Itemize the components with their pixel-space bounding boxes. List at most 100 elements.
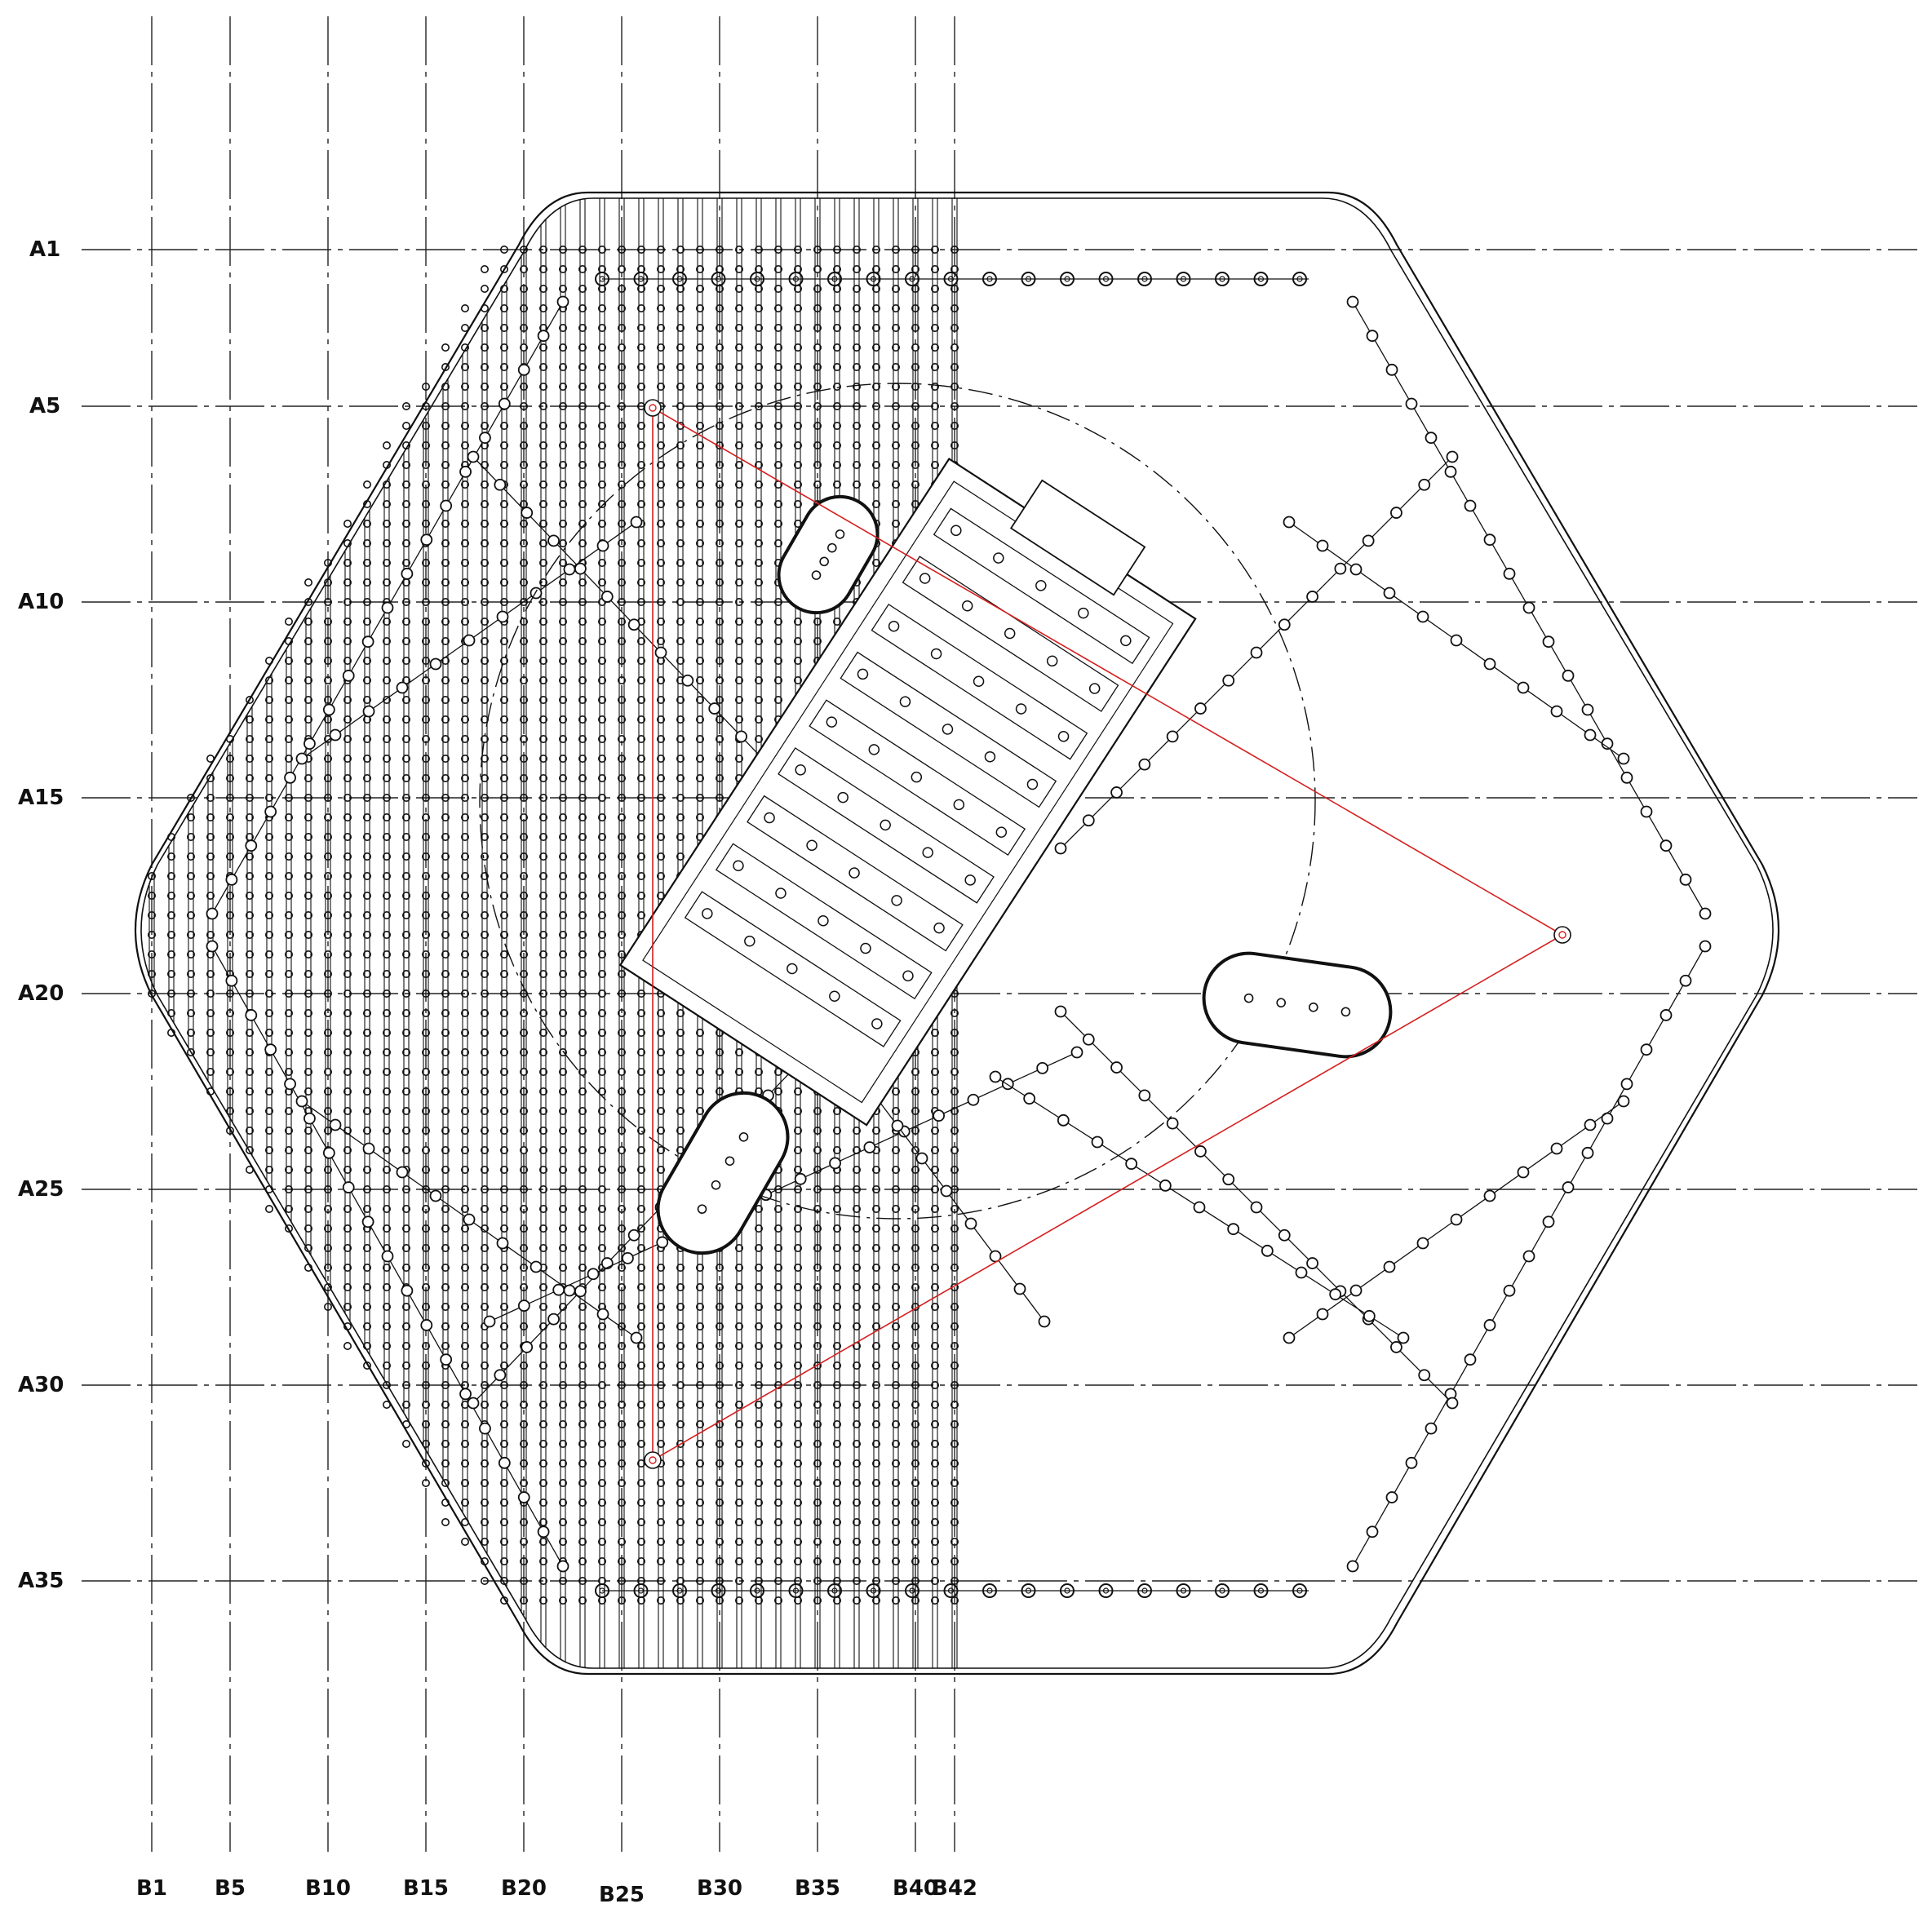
- hole-icon: [480, 323, 489, 332]
- strut-hole-icon: [1640, 805, 1653, 818]
- robot-bracket: [715, 843, 933, 1000]
- hole-icon: [460, 323, 469, 332]
- hole-icon: [950, 1048, 959, 1057]
- hole-icon: [538, 793, 547, 802]
- hole-icon: [597, 1538, 606, 1547]
- hole-icon: [636, 1146, 645, 1155]
- hole-icon: [343, 832, 352, 841]
- hole-icon: [362, 1087, 371, 1096]
- hole-icon: [773, 1401, 782, 1410]
- hole-icon: [460, 1107, 469, 1116]
- hole-icon: [460, 754, 469, 763]
- hole-icon: [499, 1107, 508, 1116]
- hole-icon: [617, 1166, 626, 1175]
- hole-icon: [499, 1029, 508, 1038]
- hole-icon: [597, 989, 606, 998]
- hole-icon: [499, 1127, 508, 1136]
- hole-icon: [460, 1244, 469, 1253]
- hole-icon: [578, 1518, 587, 1527]
- hole-icon: [754, 401, 763, 410]
- hole-icon: [499, 1185, 508, 1194]
- hole-icon: [264, 793, 273, 802]
- hole-icon: [813, 617, 822, 626]
- hole-icon: [519, 773, 528, 782]
- hole-icon: [460, 1205, 469, 1214]
- hole-icon: [734, 715, 743, 724]
- robot-bolt-icon: [919, 573, 931, 584]
- strut-hole-icon: [1194, 1145, 1207, 1158]
- strut-hole-icon: [467, 1397, 480, 1410]
- hole-icon: [695, 401, 704, 410]
- hole-icon: [734, 1244, 743, 1253]
- strut-hole-icon: [656, 1236, 669, 1249]
- hole-icon: [382, 852, 391, 861]
- hole-icon: [676, 617, 685, 626]
- hole-icon: [754, 1244, 763, 1253]
- hole-icon: [832, 617, 841, 626]
- hole-icon: [441, 617, 450, 626]
- strut-hole-icon: [1550, 705, 1563, 718]
- hole-icon: [264, 1087, 273, 1096]
- hole-icon: [715, 1459, 724, 1468]
- hole-icon: [538, 832, 547, 841]
- pod-hole-icon: [1276, 998, 1286, 1008]
- hole-icon: [304, 1224, 312, 1233]
- hole-icon: [264, 675, 273, 684]
- strut-hole-icon: [1620, 771, 1633, 784]
- hole-icon: [734, 1342, 743, 1351]
- hole-icon: [597, 343, 606, 352]
- hole-icon: [284, 1107, 293, 1116]
- hole-icon: [304, 695, 312, 704]
- hole-icon: [892, 1342, 901, 1351]
- pod-hole-icon: [811, 570, 822, 580]
- hole-icon: [734, 264, 743, 273]
- hole-icon: [793, 362, 802, 371]
- hole-icon: [773, 401, 782, 410]
- hole-icon: [872, 1244, 881, 1253]
- hole-icon: [950, 1361, 959, 1370]
- hole-icon: [695, 245, 704, 254]
- hole-icon: [892, 441, 901, 449]
- hole-icon: [304, 793, 312, 802]
- hole-icon: [617, 264, 626, 273]
- hole-icon: [421, 460, 430, 469]
- hole-icon: [323, 793, 332, 802]
- strut-hole-icon: [1316, 1308, 1329, 1321]
- hole-icon: [460, 1479, 469, 1488]
- hole-icon: [538, 617, 547, 626]
- hole-icon: [636, 872, 645, 881]
- hole-icon: [480, 303, 489, 312]
- hole-icon: [245, 1048, 254, 1057]
- hole-icon: [911, 1420, 920, 1429]
- hole-icon: [558, 1029, 567, 1038]
- hole-icon: [754, 460, 763, 469]
- hole-icon: [636, 1264, 645, 1273]
- hole-icon: [636, 793, 645, 802]
- hole-icon: [695, 1303, 704, 1312]
- hole-icon: [597, 1420, 606, 1429]
- hole-icon: [460, 970, 469, 979]
- hole-icon: [813, 245, 822, 254]
- hole-icon: [362, 931, 371, 940]
- strut-hole-icon: [1362, 534, 1375, 547]
- hole-icon: [284, 1029, 293, 1038]
- robot-bolt-icon: [964, 874, 976, 886]
- hole-icon: [892, 1577, 901, 1586]
- hole-icon: [343, 578, 352, 587]
- hole-icon: [460, 1538, 469, 1547]
- hole-icon: [773, 1440, 782, 1449]
- hole-icon: [892, 1459, 901, 1468]
- hole-icon: [892, 460, 901, 469]
- hole-icon: [832, 480, 841, 489]
- hole-icon: [656, 1166, 665, 1175]
- hole-icon: [382, 441, 391, 449]
- hole-icon: [832, 1557, 841, 1566]
- hole-icon: [460, 675, 469, 684]
- hole-icon: [538, 1048, 547, 1057]
- hole-icon: [773, 1596, 782, 1605]
- strut-hole-icon: [1425, 432, 1438, 445]
- hole-icon: [578, 1577, 587, 1586]
- hole-icon: [421, 1185, 430, 1194]
- strut-hole-icon: [622, 1251, 634, 1264]
- hole-icon: [892, 1185, 901, 1194]
